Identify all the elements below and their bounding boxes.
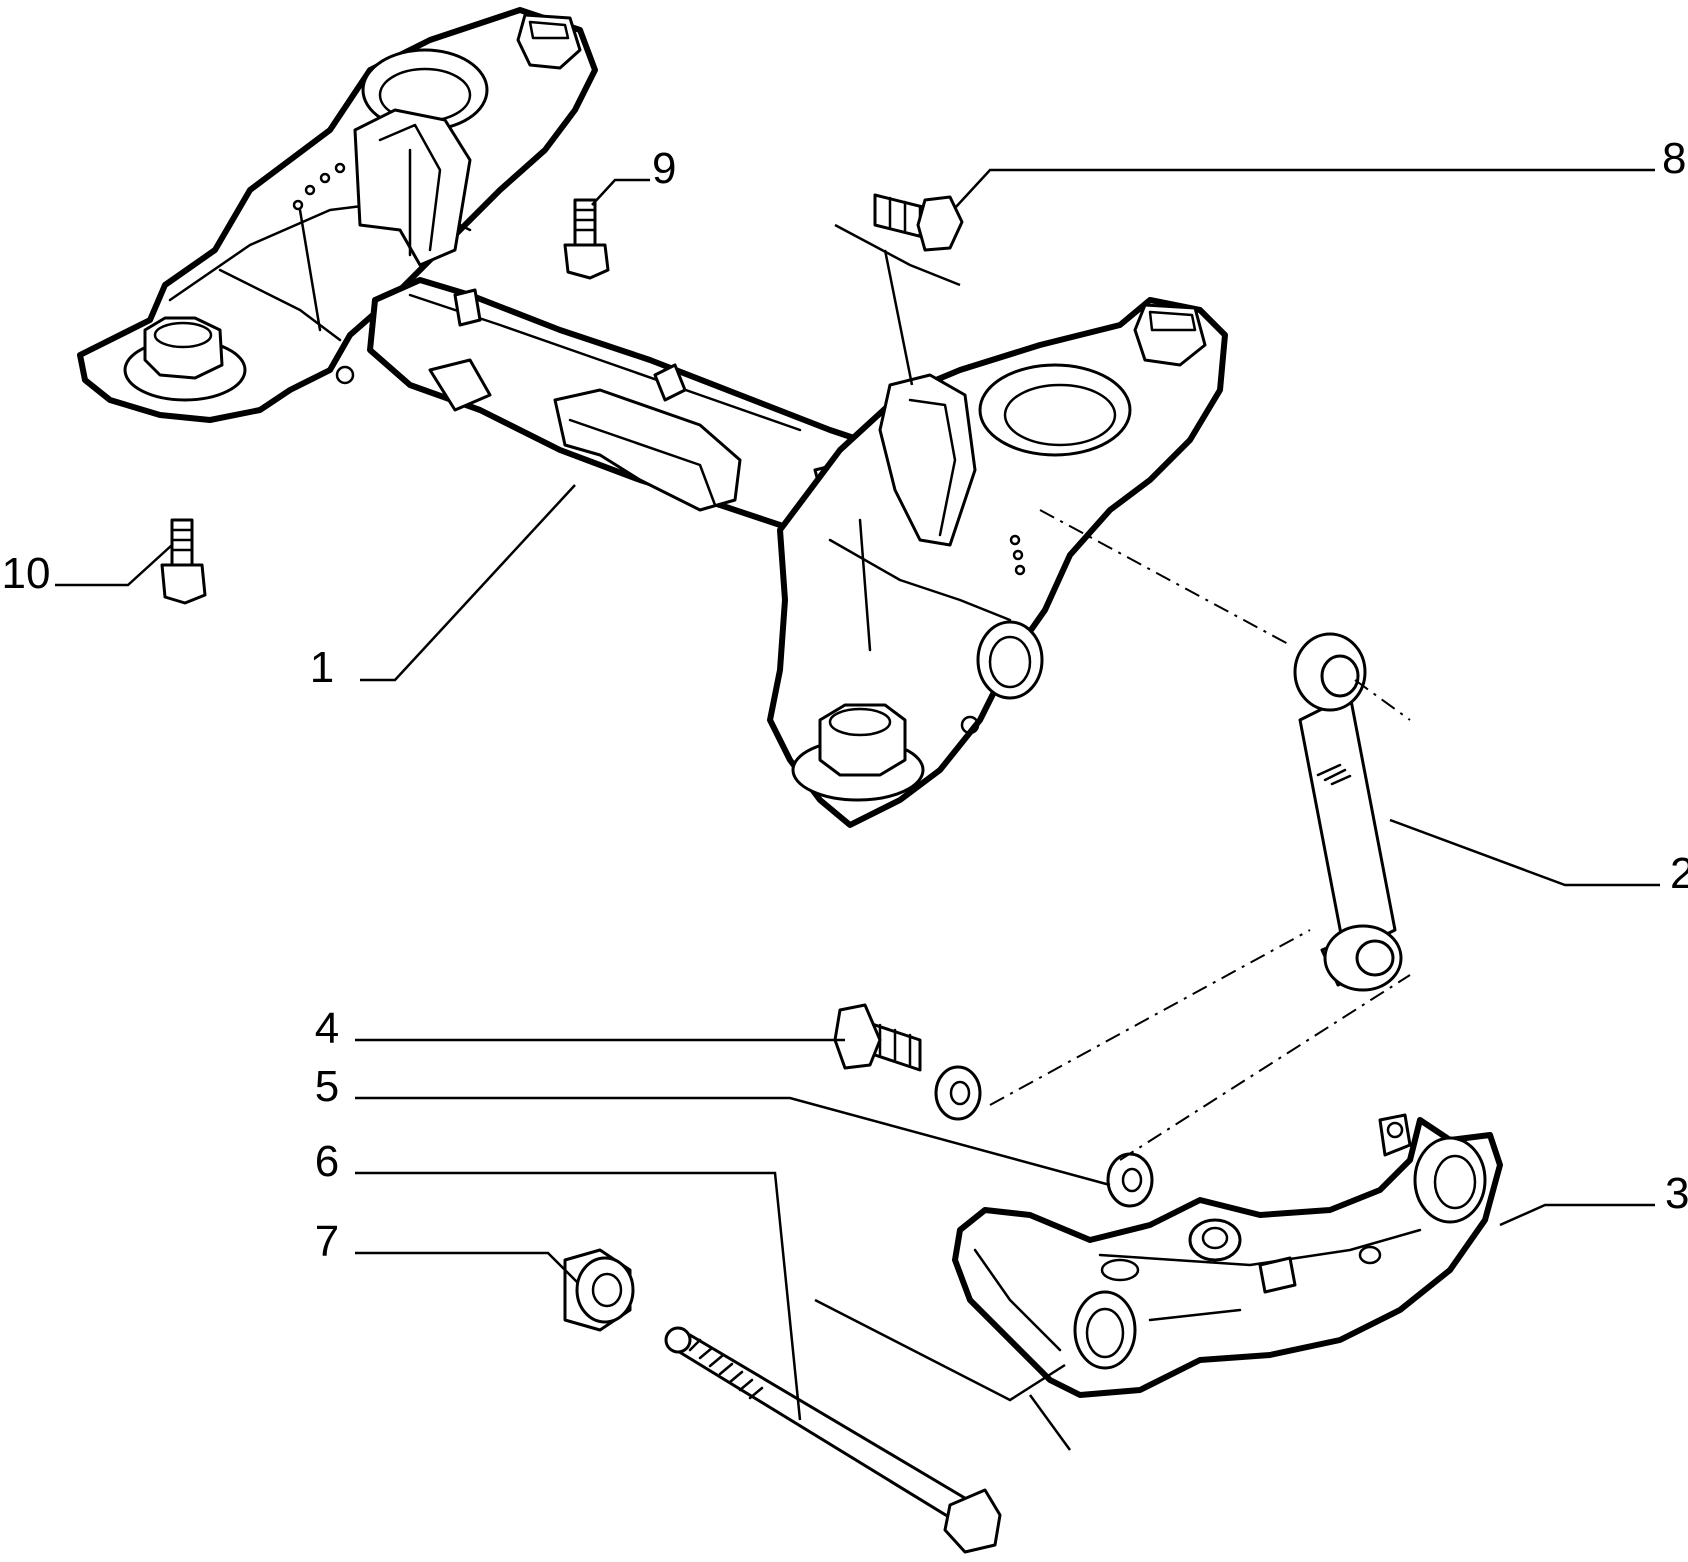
leader-8-to-frame <box>883 249 914 386</box>
callout-7: 7 <box>315 1217 339 1266</box>
part-8-bolt <box>873 193 964 252</box>
leader-lines <box>55 168 1660 1451</box>
leader-5 <box>355 1096 1111 1187</box>
leader-6 <box>355 1171 802 1421</box>
callout-2: 2 <box>1670 849 1688 898</box>
part-4-bolt <box>833 1003 922 1072</box>
part-3-suspension-arm <box>952 1113 1503 1398</box>
part-10-bolt <box>160 518 207 605</box>
part-5-washer-lower <box>1106 1152 1154 1208</box>
part-2-shock-absorber <box>1293 632 1403 992</box>
callout-1: 1 <box>310 643 334 692</box>
part-7-nut <box>563 1248 635 1332</box>
leader-8-bracket <box>834 223 961 287</box>
callout-9: 9 <box>652 144 676 193</box>
assembly-guide-lines <box>989 509 1411 1161</box>
leader-3 <box>1499 1203 1655 1227</box>
part-5-washer-upper <box>934 1065 982 1121</box>
callout-labels: 1 2 3 4 5 6 7 8 9 10 <box>2 134 1688 1266</box>
leader-8 <box>954 168 1655 209</box>
callout-6: 6 <box>315 1137 339 1186</box>
leader-3-bracket <box>814 1298 1066 1402</box>
part-6-long-bolt <box>664 1326 1002 1554</box>
leader-2 <box>1389 818 1660 887</box>
part-1-subframe <box>77 7 1228 828</box>
callout-10: 10 <box>2 549 51 598</box>
callout-3: 3 <box>1665 1169 1688 1218</box>
leader-7 <box>355 1251 579 1284</box>
leader-9 <box>591 178 650 206</box>
leader-3-tail <box>1028 1394 1072 1451</box>
leader-10 <box>55 544 173 587</box>
callout-4: 4 <box>315 1004 339 1053</box>
callout-5: 5 <box>315 1062 339 1111</box>
callout-8: 8 <box>1662 134 1686 183</box>
part-9-bolt <box>563 198 610 280</box>
leader-1 <box>360 484 576 682</box>
